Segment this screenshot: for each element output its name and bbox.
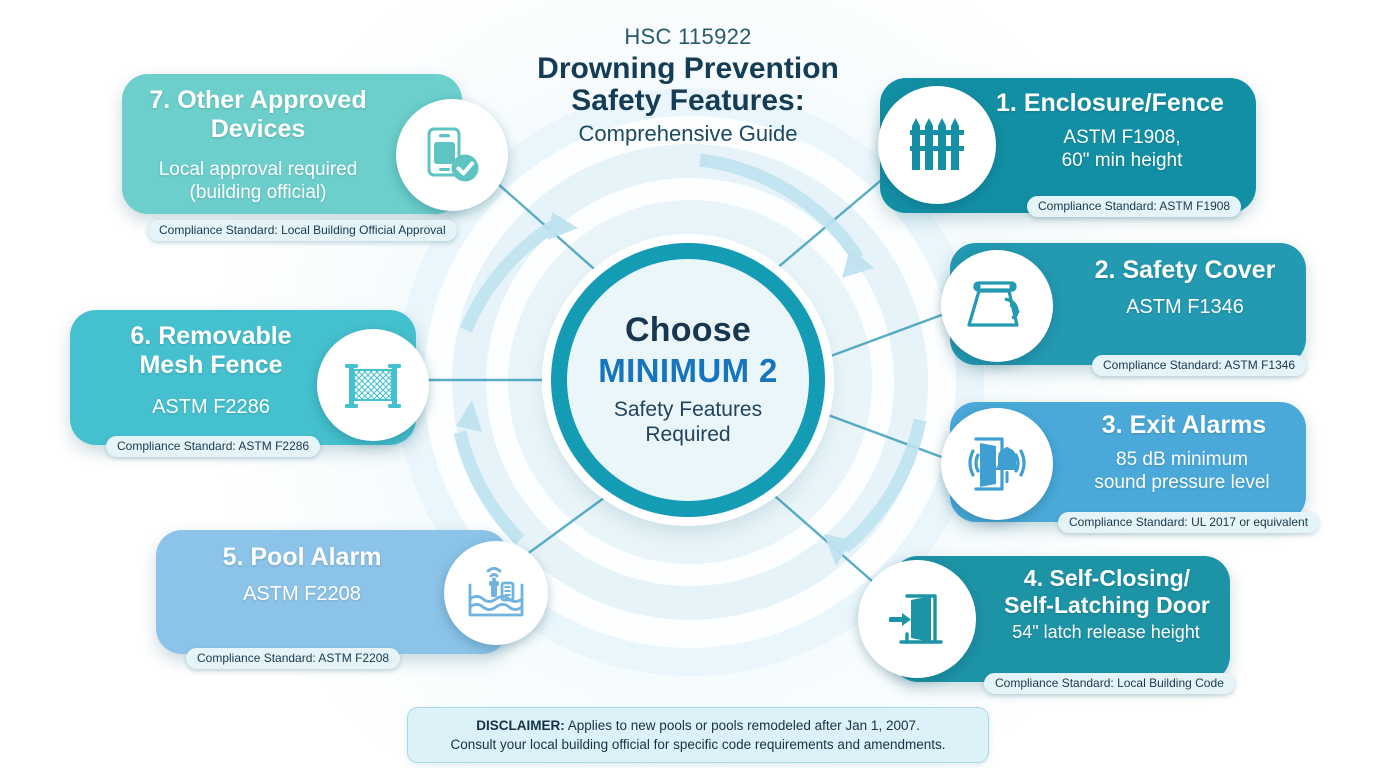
title-subtitle: Comprehensive Guide (578, 120, 798, 146)
device-approved-icon (396, 99, 508, 211)
pool-alarm-icon (444, 541, 548, 645)
card-4-number: 4. (1023, 565, 1044, 591)
card-4-title-line1: 4. Self-Closing/ (992, 565, 1222, 592)
card-7-detail-line1: Local approval required (158, 159, 358, 180)
motion-arc-lower-left (453, 430, 525, 545)
motion-arc-upper-left (459, 216, 564, 333)
card-6-compliance-badge: Compliance Standard: ASTM F2286 (106, 436, 321, 457)
hub-line-2: MINIMUM 2 (598, 352, 778, 390)
card-3-title-text: Exit Alarms (1129, 411, 1267, 439)
card-6-title-line1: 6. Removable (96, 322, 326, 351)
motion-arrow-lower-right (824, 534, 852, 566)
pool-cover-icon (941, 250, 1053, 362)
self-closing-door-icon (858, 560, 976, 678)
card-7-title: 7. Other Approved Devices (142, 86, 374, 144)
card-6-title: 6. Removable Mesh Fence (96, 322, 326, 380)
card-6-title-text2: Mesh Fence (139, 351, 283, 379)
card-4-title: 4. Self-Closing/ Self-Latching Door (992, 565, 1222, 618)
card-1-number: 1. (996, 89, 1017, 117)
card-1-title-text: Enclosure/Fence (1023, 89, 1224, 117)
card-6-detail-line1: ASTM F2286 (152, 396, 270, 418)
card-5-compliance-badge: Compliance Standard: ASTM F2208 (186, 648, 401, 669)
card-7-detail-line2: (building official) (189, 182, 327, 204)
connector-to-card-3 (819, 410, 956, 464)
card-3-compliance-badge: Compliance Standard: UL 2017 or equivale… (1058, 512, 1320, 533)
card-3-number: 3. (1101, 411, 1123, 439)
card-6-detail: ASTM F2286 (96, 395, 326, 419)
card-7-number: 7. (149, 86, 171, 114)
card-1-compliance-badge: Compliance Standard: ASTM F1908 (1027, 196, 1242, 217)
card-3-detail-line2: sound pressure level (1094, 472, 1270, 494)
page-title: HSC 115922 Drowning Prevention Safety Fe… (438, 24, 938, 147)
card-2-title: 2. Safety Cover (1070, 256, 1300, 285)
motion-arrow-upper-left (548, 212, 578, 240)
card-4-title-text2: Self-Latching Door (1004, 591, 1210, 618)
disclaimer-box: DISCLAIMER: Applies to new pools or pool… (407, 707, 989, 764)
card-2-number: 2. (1094, 256, 1116, 284)
fence-icon (878, 86, 996, 204)
hub-line-3: Safety Features Required (614, 397, 762, 448)
card-5-number: 5. (222, 543, 244, 571)
center-hub: Choose MINIMUM 2 Safety Features Require… (551, 243, 825, 517)
card-5-detail: ASTM F2208 (180, 582, 424, 606)
card-5-title: 5. Pool Alarm (180, 543, 424, 572)
card-7-compliance-badge: Compliance Standard: Local Building Offi… (148, 220, 457, 241)
title-main: Drowning Prevention Safety Features: (438, 52, 938, 118)
card-2-detail-line1: ASTM F1346 (1126, 296, 1244, 318)
disclaimer-label: DISCLAIMER: (476, 718, 565, 733)
disclaimer-text1: Applies to new pools or pools remodeled … (564, 718, 920, 733)
card-7-title-text1: Other Approved (177, 86, 367, 114)
hub-line-3a: Safety Features (613, 397, 763, 421)
connector-to-card-2 (819, 308, 956, 362)
card-4-detail-line1: 54" latch release height (1012, 622, 1200, 642)
connector-to-card-4 (767, 489, 881, 589)
card-1-detail: ASTM F1908, 60" min height (996, 126, 1248, 172)
card-1-detail-line1: ASTM F1908, (1063, 127, 1181, 148)
card-3-title: 3. Exit Alarms (1068, 411, 1300, 440)
card-6-number: 6. (130, 322, 152, 350)
card-3-detail: 85 dB minimum sound pressure level (1060, 448, 1304, 494)
card-4-detail: 54" latch release height (988, 622, 1224, 644)
card-2-detail: ASTM F1346 (1070, 295, 1300, 319)
card-3-detail-line1: 85 dB minimum (1116, 449, 1248, 470)
door-alarm-icon (941, 408, 1053, 520)
hub-line-3b: Required (645, 423, 731, 447)
motion-arc-lower-right (839, 418, 927, 553)
hub-line-1: Choose (625, 311, 751, 350)
disclaimer-line2: Consult your local building official for… (450, 737, 946, 753)
card-7-title-text2: Devices (210, 115, 306, 143)
card-4-compliance-badge: Compliance Standard: Local Building Code (984, 673, 1235, 694)
card-2-compliance-badge: Compliance Standard: ASTM F1346 (1092, 355, 1307, 376)
feature-card-pool-alarm[interactable]: 5. Pool Alarm ASTM F2208 (156, 530, 508, 654)
motion-arrow-lower-left (456, 400, 482, 432)
card-6-title-text1: Removable (158, 322, 292, 350)
motion-arc-upper-right (699, 153, 864, 262)
title-code: HSC 115922 (624, 24, 752, 49)
card-7-detail: Local approval required (building offici… (136, 158, 380, 204)
card-2-title-text: Safety Cover (1122, 256, 1276, 284)
title-main-line1: Drowning Prevention (537, 52, 839, 85)
disclaimer-line1: DISCLAIMER: Applies to new pools or pool… (418, 716, 978, 735)
card-7-title-line1: 7. Other Approved (142, 86, 374, 115)
motion-arrow-upper-right (842, 248, 874, 278)
title-main-line2: Safety Features: (571, 84, 805, 118)
card-4-title-text1: Self-Closing/ (1049, 565, 1191, 591)
mesh-fence-icon (317, 329, 429, 441)
center-hub-inner: Choose MINIMUM 2 Safety Features Require… (567, 259, 809, 501)
card-5-title-text: Pool Alarm (250, 543, 382, 571)
card-1-detail-line2: 60" min height (1061, 150, 1183, 172)
card-5-detail-line1: ASTM F2208 (243, 583, 361, 605)
card-1-title: 1. Enclosure/Fence (996, 89, 1248, 118)
